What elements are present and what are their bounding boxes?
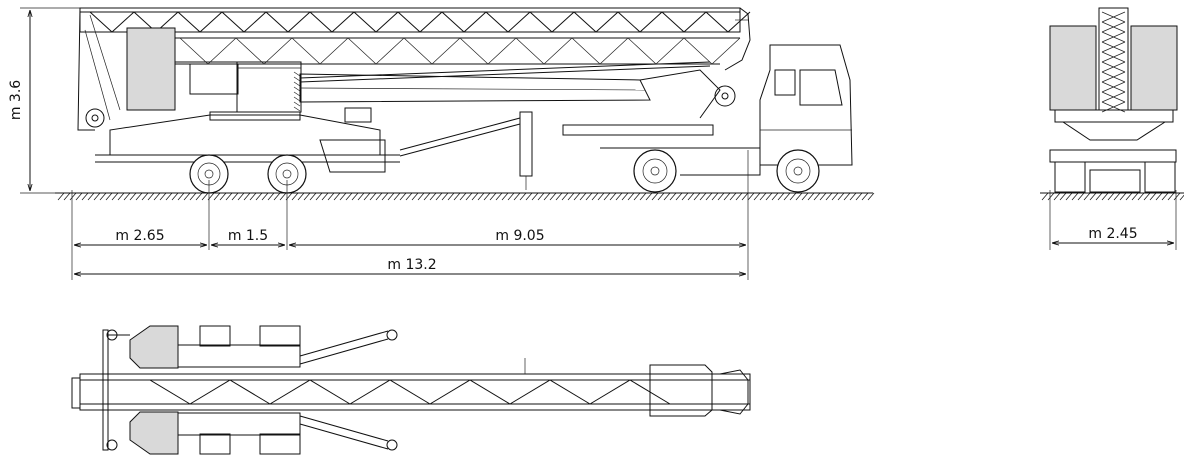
jib-lattice (79, 7, 751, 71)
axle-spacing-label: m 1.5 (228, 228, 268, 244)
outriggers-top (106, 329, 398, 451)
side-view: m 3.6 (8, 7, 875, 280)
counterweight-front-left (1049, 25, 1097, 111)
dimension-extension-lines (71, 150, 749, 280)
height-dimension-label: m 3.6 (8, 80, 24, 120)
dimension-axle-spacing: m 1.5 (211, 228, 285, 245)
slewing-unit (175, 61, 302, 113)
front-view: m 2.45 (1040, 7, 1184, 250)
dimension-width: m 2.45 (1052, 226, 1174, 243)
counterweight-front-right (1130, 25, 1178, 111)
total-length-label: m 13.2 (387, 257, 436, 273)
dimension-rear-overhang: m 2.65 (74, 228, 207, 245)
wheelbase-label: m 9.05 (495, 228, 544, 244)
rear-overhang-label: m 2.65 (115, 228, 164, 244)
ground-line (55, 192, 875, 201)
top-view (71, 325, 751, 455)
tower-section (77, 7, 121, 131)
telescopic-boom (299, 61, 736, 123)
dimension-wheelbase: m 9.05 (289, 228, 746, 245)
width-label: m 2.45 (1088, 226, 1137, 242)
counterweight-side (126, 27, 176, 111)
counterweight-top-lower (129, 411, 179, 455)
counterweight-top-upper (129, 325, 179, 369)
truck-rear-wheel (633, 149, 677, 193)
truck-front-wheel (776, 149, 820, 193)
height-dimension: m 3.6 (8, 7, 80, 194)
dimension-total-length: m 13.2 (74, 257, 746, 274)
